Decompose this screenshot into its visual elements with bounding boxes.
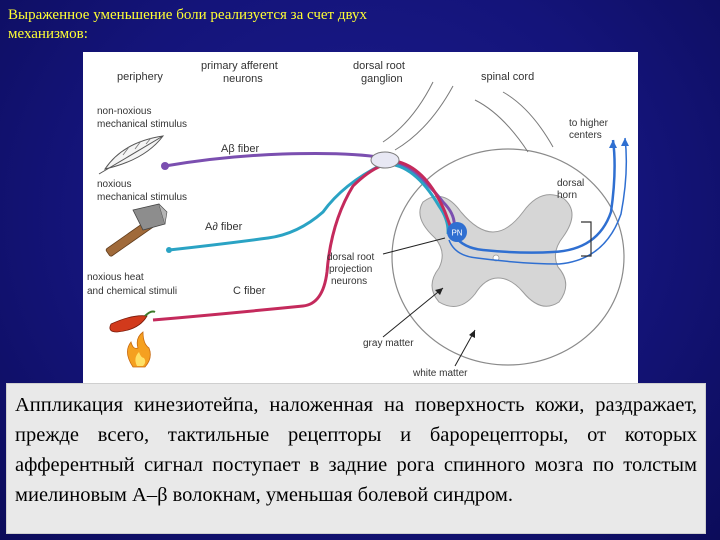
c-fiber-path — [152, 160, 457, 322]
header-spinal-cord: spinal cord — [481, 71, 534, 83]
label-dorsal-root-pn: dorsal root — [327, 252, 374, 263]
label-noxious-2: mechanical stimulus — [97, 192, 187, 203]
a-beta-receptor — [161, 162, 169, 170]
dorsal-horn-bracket — [581, 221, 592, 257]
header-primary-afferent: primary afferent — [201, 60, 278, 72]
label-white-matter: white matter — [412, 368, 468, 379]
header-primary-afferent-2: neurons — [223, 73, 263, 85]
label-a-beta-fiber: Aβ fiber — [221, 143, 259, 155]
ascending-pathway-2 — [448, 137, 628, 265]
a-delta-receptor — [166, 247, 172, 253]
body-text: Аппликация кинезиотейпа, наложенная на п… — [6, 383, 706, 534]
projection-neuron — [447, 222, 467, 242]
flame-icon — [127, 331, 151, 368]
ascending-arrow-1 — [609, 140, 617, 148]
white-matter-arrowhead — [469, 330, 475, 338]
label-to-higher: to higher — [569, 118, 609, 129]
pn-label: PN — [451, 229, 462, 238]
ascending-arrow-2 — [621, 138, 629, 146]
nociception-diagram: periphery primary afferent neurons dorsa… — [83, 52, 638, 385]
label-centers: centers — [569, 130, 602, 141]
header-ganglion: ganglion — [361, 73, 403, 85]
label-non-noxious-2: mechanical stimulus — [97, 119, 187, 130]
label-non-noxious: non-noxious — [97, 106, 151, 117]
diagram-svg: periphery primary afferent neurons dorsa… — [87, 60, 629, 379]
label-neurons: neurons — [331, 276, 367, 287]
gray-matter-arrowhead — [435, 288, 443, 295]
label-a-delta-fiber: A∂ fiber — [205, 221, 243, 233]
label-projection: projection — [329, 264, 372, 275]
chili-pepper-icon — [109, 310, 156, 333]
label-noxious: noxious — [97, 179, 131, 190]
cord-edge-line-2 — [502, 91, 554, 148]
gray-matter-pointer — [382, 287, 444, 338]
slide-title: Выраженное уменьшение боли реализуется з… — [8, 7, 368, 42]
label-gray-matter: gray matter — [363, 338, 414, 349]
hammer-icon — [105, 203, 168, 257]
cord-edge-line — [474, 99, 529, 153]
dorsal-root-outline — [382, 81, 434, 143]
header-periphery: periphery — [117, 71, 163, 83]
label-noxious-heat-2: and chemical stimuli — [87, 286, 177, 297]
feather-icon — [98, 135, 165, 175]
ascending-pathway-1 — [453, 139, 616, 254]
header-dorsal-root: dorsal root — [353, 60, 405, 72]
label-c-fiber: C fiber — [233, 285, 266, 297]
dorsal-root-outline-2 — [394, 85, 454, 151]
pn-pointer — [382, 237, 446, 255]
label-horn: horn — [557, 190, 577, 201]
dorsal-root-ganglion — [370, 151, 400, 169]
label-dorsal-horn: dorsal — [557, 178, 584, 189]
label-noxious-heat: noxious heat — [87, 272, 144, 283]
a-delta-fiber-path — [168, 162, 450, 252]
